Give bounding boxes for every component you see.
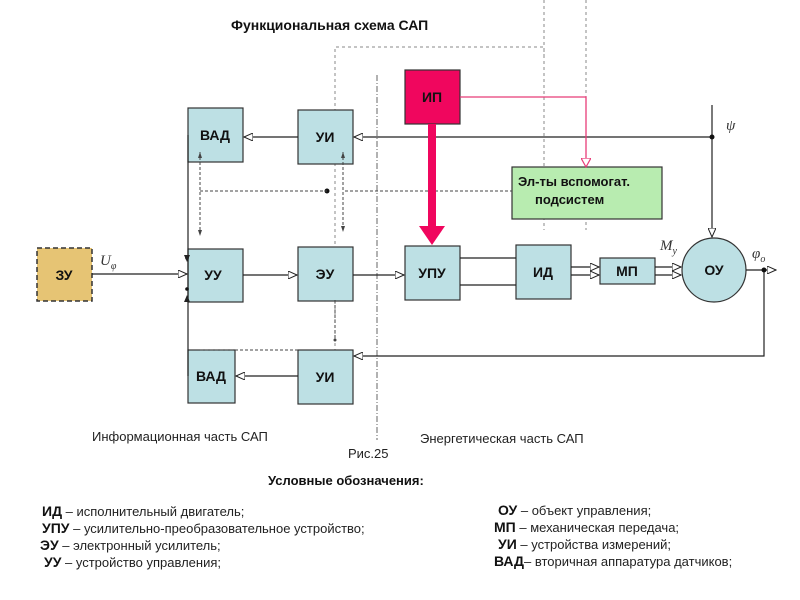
block-zu[interactable]: ЗУ [36, 247, 93, 302]
legend-left: ИД – исполнительный двигатель; УПУ – уси… [40, 503, 365, 571]
signal-psi: ψ [726, 118, 736, 134]
legend-item: МП – механическая передача; [494, 519, 680, 535]
signal-m-y: My [659, 238, 678, 257]
block-upu[interactable]: УПУ [404, 245, 461, 301]
legend-title: Условные обозначения: [268, 473, 424, 488]
block-eu[interactable]: ЭУ [297, 246, 354, 302]
signal-lines [92, 105, 776, 376]
power-arrow-head [419, 226, 445, 245]
aux-label-line1: Эл-ты вспомогат. [518, 174, 630, 189]
arrow-bus-uu-top [184, 255, 190, 262]
caption-energy-part: Энергетическая часть САП [420, 431, 584, 446]
legend-item: ВАД– вторичная аппаратура датчиков; [494, 553, 733, 569]
block-vad-bottom[interactable]: ВАД [187, 349, 236, 404]
block-aux-subsystems[interactable]: Эл-ты вспомогат. подсистем [511, 166, 663, 220]
aux-label-line2: подсистем [535, 192, 604, 207]
block-id[interactable]: ИД [515, 244, 572, 300]
block-ou[interactable]: ОУ [681, 237, 747, 303]
dashed-arrowheads [198, 152, 345, 342]
diagram-title: Функциональная схема САП [231, 17, 428, 33]
legend-item: УПУ – усилительно-преобразовательное уст… [42, 520, 365, 536]
arrow-bus-uu-bottom [184, 295, 190, 302]
block-upu-label: УПУ [418, 265, 446, 281]
power-arrow-shaft [428, 124, 436, 226]
signal-u-phi: Uφ [100, 253, 117, 272]
block-zu-label: ЗУ [56, 267, 73, 283]
block-uu[interactable]: УУ [187, 248, 244, 303]
block-eu-label: ЭУ [316, 266, 335, 282]
block-ui-bottom[interactable]: УИ [297, 349, 354, 405]
block-vad-bottom-label: ВАД [196, 368, 226, 384]
block-ip[interactable]: ИП [404, 69, 461, 125]
block-ui-bottom-label: УИ [316, 369, 335, 385]
block-ui-top-label: УИ [316, 129, 335, 145]
legend-item: УУ – устройство управления; [44, 554, 221, 570]
block-ou-label: ОУ [704, 262, 724, 278]
caption-info-part: Информационная часть САП [92, 429, 268, 444]
block-uu-label: УУ [204, 267, 222, 283]
block-ui-top[interactable]: УИ [297, 109, 354, 165]
line-feedback-ui-bottom [354, 270, 765, 356]
dashed-control-lines [199, 152, 512, 351]
signal-phi-o: φo [752, 246, 765, 265]
legend-item: ИД – исполнительный двигатель; [42, 503, 245, 519]
block-mp[interactable]: МП [599, 257, 656, 285]
dashed-frame-left [334, 46, 545, 400]
figure-caption: Рис.25 [348, 446, 389, 461]
legend-right: ОУ – объект управления; МП – механическа… [494, 502, 732, 570]
power-lines [419, 96, 586, 245]
block-ip-label: ИП [422, 89, 442, 105]
block-id-label: ИД [533, 264, 553, 280]
legend-item: ОУ – объект управления; [498, 502, 652, 518]
legend-item: УИ – устройства измерений; [498, 536, 671, 552]
legend-item: ЭУ – электронный усилитель; [40, 537, 221, 553]
block-vad-top-label: ВАД [200, 127, 230, 143]
block-vad-top[interactable]: ВАД [187, 107, 244, 163]
signal-labels: Uφ ψ My φo [100, 118, 765, 272]
block-mp-label: МП [616, 263, 638, 279]
power-line-aux [460, 96, 586, 166]
